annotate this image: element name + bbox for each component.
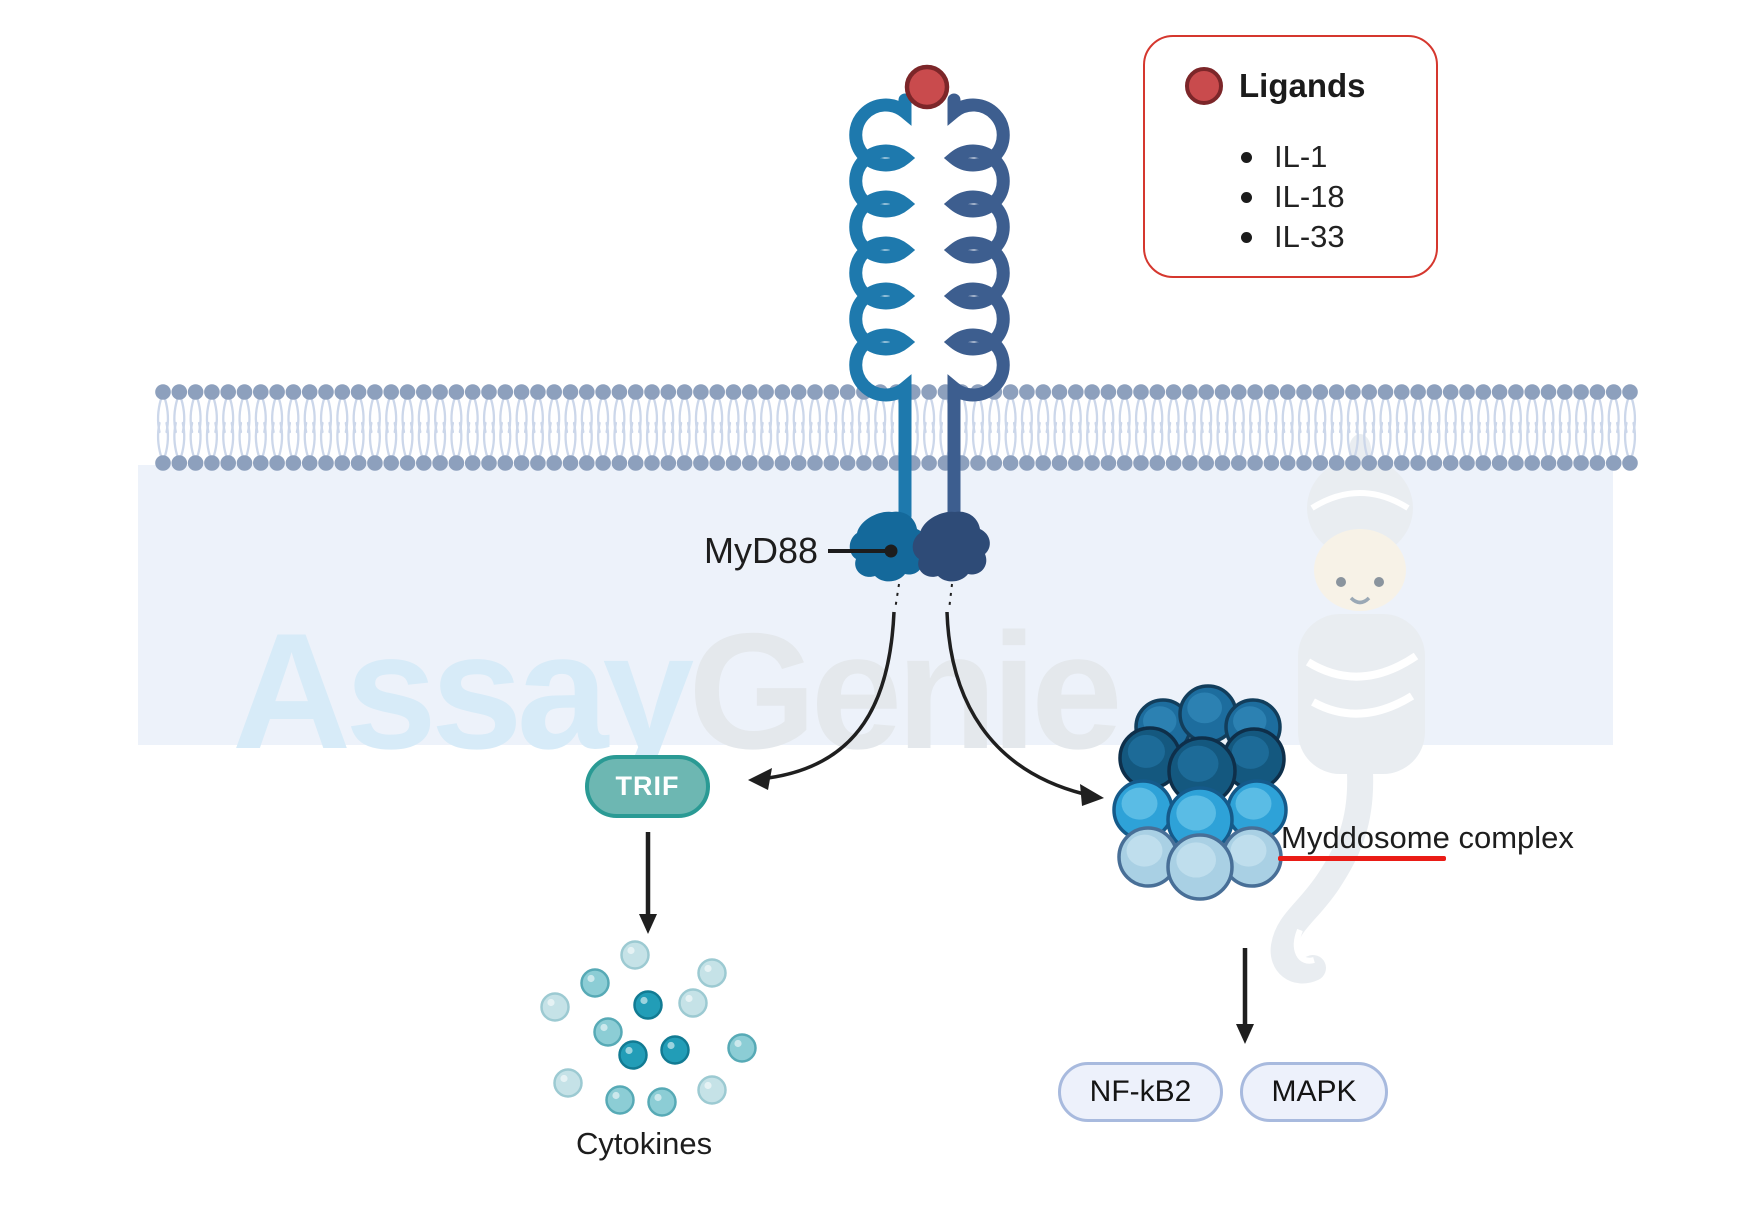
cytokines-label: Cytokines bbox=[576, 1126, 713, 1161]
cytokine-particles bbox=[540, 940, 757, 1117]
lipid-bilayer-membrane bbox=[155, 384, 1638, 471]
trif-label: TRIF bbox=[615, 771, 680, 801]
legend-header: Ligands bbox=[1185, 67, 1436, 105]
mapk-node: MAPK bbox=[1240, 1062, 1388, 1122]
myddosome-label: Myddosome complex bbox=[1281, 820, 1574, 855]
list-item: IL-18 bbox=[1241, 177, 1436, 217]
ligands-legend: Ligands IL-1 IL-18 IL-33 bbox=[1143, 35, 1438, 278]
arrow-myddosome-down-head bbox=[1236, 1024, 1254, 1044]
tir-domain-right bbox=[912, 511, 990, 582]
mapk-label: MAPK bbox=[1271, 1075, 1357, 1108]
genie-mascot-watermark bbox=[1270, 434, 1425, 984]
il1-receptor bbox=[849, 93, 1010, 523]
bullet-icon bbox=[1241, 151, 1252, 163]
arrow-trif-to-cytokines-head bbox=[639, 914, 657, 934]
legend-title: Ligands bbox=[1239, 67, 1366, 104]
myddosome-complex bbox=[1112, 684, 1288, 901]
nfkb2-node: NF-kB2 bbox=[1058, 1062, 1223, 1122]
list-item: IL-33 bbox=[1241, 217, 1436, 257]
myd88-label: MyD88 bbox=[703, 530, 818, 571]
legend-item-label: IL-18 bbox=[1274, 179, 1345, 214]
legend-item-label: IL-33 bbox=[1274, 219, 1345, 254]
ligand-ball bbox=[904, 64, 950, 110]
signal-arrows bbox=[639, 583, 1254, 1044]
arrow-to-myddosome-head bbox=[1080, 784, 1104, 806]
red-underline bbox=[1278, 856, 1446, 861]
receptor-chain-right bbox=[943, 93, 1010, 523]
trif-node: TRIF bbox=[585, 755, 710, 818]
arrow-to-myddosome bbox=[945, 611, 1085, 796]
legend-list: IL-1 IL-18 IL-33 bbox=[1241, 137, 1436, 257]
nfkb2-label: NF-kB2 bbox=[1089, 1075, 1192, 1108]
bullet-icon bbox=[1241, 231, 1252, 243]
legend-item-label: IL-1 bbox=[1274, 139, 1328, 174]
bullet-icon bbox=[1241, 191, 1252, 203]
arrow-to-trif bbox=[767, 611, 896, 780]
watermark-text: AssayGenie bbox=[232, 599, 1118, 783]
ligand-swatch-icon bbox=[1185, 67, 1223, 105]
receptor-chain-left bbox=[849, 93, 916, 523]
arrow-to-trif-head bbox=[748, 768, 772, 790]
myd88-pointer-line bbox=[828, 544, 898, 558]
list-item: IL-1 bbox=[1241, 137, 1436, 177]
